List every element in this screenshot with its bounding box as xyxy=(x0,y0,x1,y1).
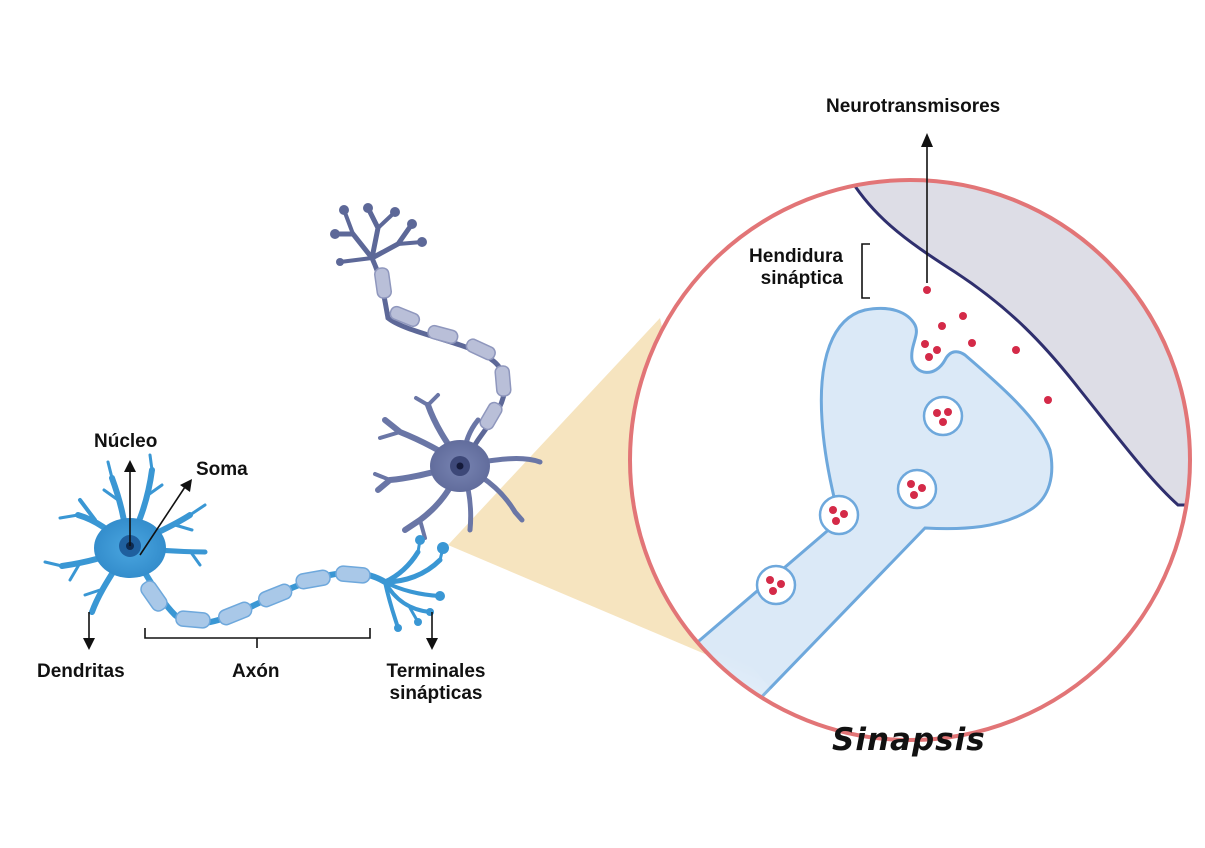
terminal-knobs xyxy=(394,535,449,632)
annotation-lines-right xyxy=(861,133,933,299)
postsynaptic-soma xyxy=(373,393,543,540)
neurotransmitters xyxy=(921,286,1052,404)
label-dendritas: Dendritas xyxy=(37,661,125,682)
annotation-lines xyxy=(83,460,438,650)
vesicle xyxy=(922,395,964,437)
vesicle xyxy=(896,468,938,510)
label-hendidura-line2: sináptica xyxy=(760,268,843,289)
vesicle xyxy=(818,494,860,536)
label-hendidura-sinaptica: Hendidura sináptica xyxy=(735,246,843,290)
label-axon: Axón xyxy=(232,661,280,682)
vesicle xyxy=(755,564,797,606)
label-terminales-line1: Terminales xyxy=(386,661,486,682)
synaptic-terminals xyxy=(382,538,445,630)
label-sinapsis: Sinapsis xyxy=(832,722,986,758)
label-soma: Soma xyxy=(196,459,248,480)
label-hendidura-line1: Hendidura xyxy=(749,246,843,267)
label-terminales-line2: sinápticas xyxy=(389,683,483,704)
postsynaptic-myelin xyxy=(374,267,512,431)
dendrite-knobs-slate xyxy=(330,203,427,266)
label-terminales-sinapticas: Terminales sinápticas xyxy=(378,661,494,705)
label-nucleo: Núcleo xyxy=(94,431,158,452)
synaptic-vesicles xyxy=(755,395,964,606)
presynaptic-myelin xyxy=(140,565,371,629)
label-neurotransmisores: Neurotransmisores xyxy=(826,96,1001,117)
